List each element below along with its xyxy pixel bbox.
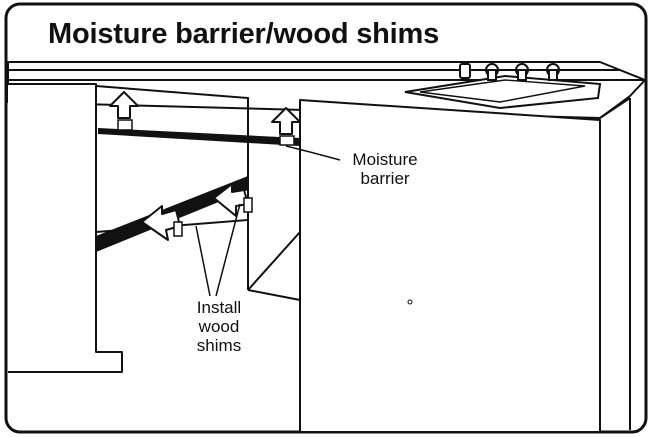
opening-right-wall xyxy=(247,231,301,291)
faucet xyxy=(459,63,560,81)
diagram-title: Moisture barrier/wood shims xyxy=(48,18,440,50)
dishwasher-marker xyxy=(407,299,413,305)
shim-arrow-left xyxy=(141,205,183,241)
dishwasher-body xyxy=(299,99,601,433)
wood-shims-label: Install wood shims xyxy=(178,298,260,355)
shim-arrow-right xyxy=(213,183,253,217)
lift-arrow-left xyxy=(109,91,139,131)
lift-arrow-right xyxy=(271,107,301,146)
shims-leader-left xyxy=(195,225,211,297)
moisture-barrier-label-line-2: barrier xyxy=(360,169,410,188)
opening-floor-line xyxy=(247,289,301,301)
wood-shims-label-line-2: wood xyxy=(198,317,240,336)
shims-leader-right xyxy=(215,203,241,297)
wood-shims-label-line-1: Install xyxy=(196,298,242,317)
moisture-barrier-label: Moisture barrier xyxy=(340,150,430,188)
left-cabinet xyxy=(8,83,123,373)
dishwasher-top-edge xyxy=(599,97,631,119)
moisture-barrier-label-line-1: Moisture xyxy=(352,150,418,169)
wood-shims-label-line-3: shims xyxy=(196,336,242,355)
moisture-barrier-leader xyxy=(285,145,341,161)
moisture-barrier-strip xyxy=(98,128,300,146)
sink xyxy=(404,74,602,110)
